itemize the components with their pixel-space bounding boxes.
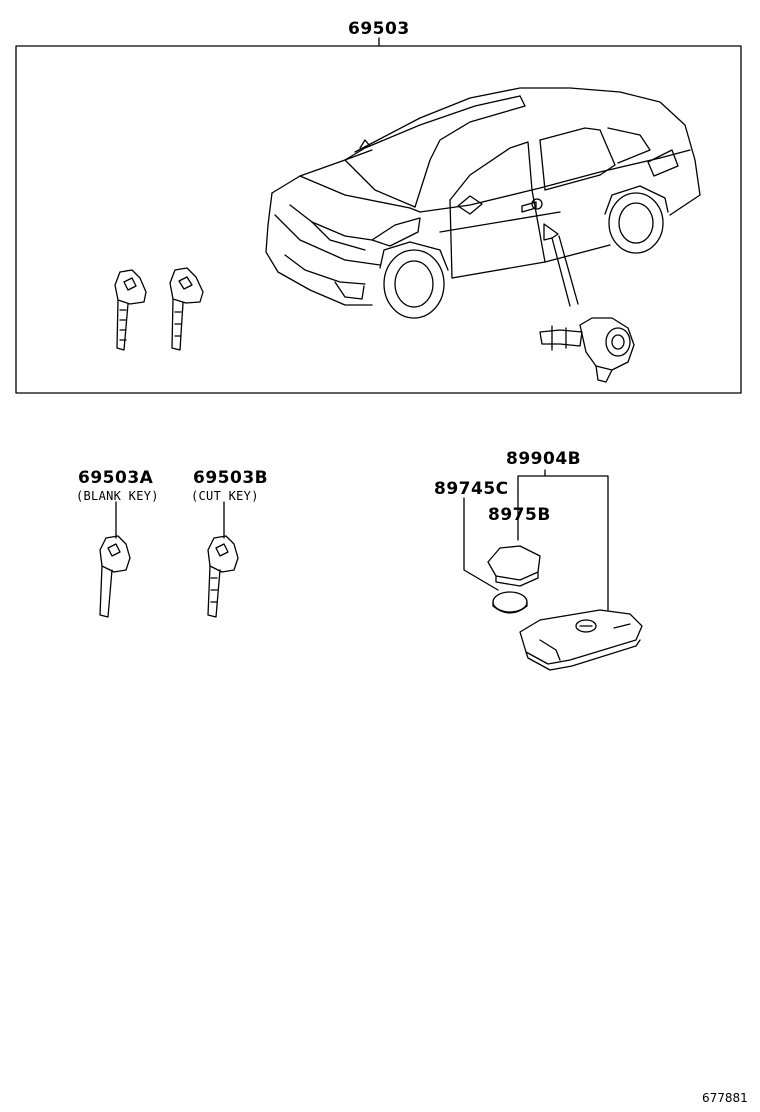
transmitter-fob (519, 609, 643, 671)
cut-key-illustration (207, 535, 239, 618)
car-illustration (265, 87, 701, 319)
transmitter-leaders (463, 469, 609, 611)
transmitter-part-number: 89904B (506, 449, 582, 469)
coin-battery (492, 591, 528, 614)
blank-key-illustration (99, 535, 131, 618)
blank-key-part-number: 69503A (78, 468, 154, 488)
door-lock-cylinder (539, 317, 635, 383)
kit-key-2 (169, 267, 204, 351)
cut-key-note: (CUT KEY) (191, 489, 259, 503)
battery-part-number: 89745C (434, 479, 509, 499)
kit-part-number: 69503 (348, 19, 410, 39)
figure-id: 677881 (702, 1091, 748, 1105)
case-cover (487, 545, 541, 587)
case-cover-part-number: 8975B (488, 505, 551, 525)
blank-key-note: (BLANK KEY) (76, 489, 159, 503)
cylinder-arrow (543, 223, 579, 307)
cut-key-part-number: 69503B (193, 468, 269, 488)
kit-key-1 (114, 269, 147, 351)
